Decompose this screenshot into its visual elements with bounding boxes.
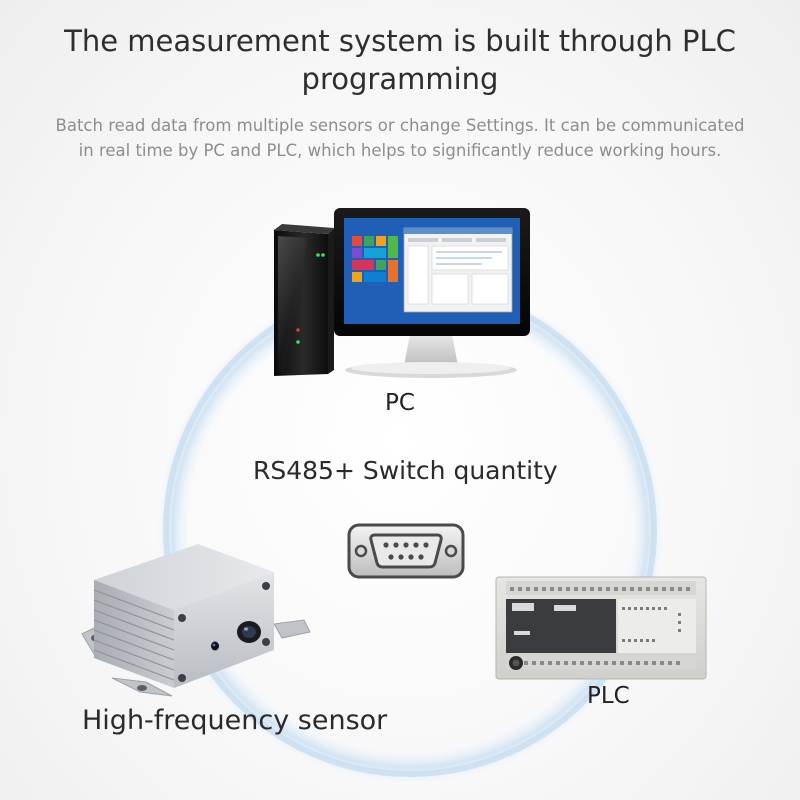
start-screen-tiles — [352, 236, 398, 282]
title-line-2: programming — [301, 62, 499, 96]
link-label: RS485+ Switch quantity — [253, 456, 558, 485]
description-line-2: in real time by PC and PLC, which helps … — [78, 141, 722, 160]
pc-label: PC — [385, 390, 415, 416]
page-title: The measurement system is built through … — [40, 22, 760, 98]
software-window — [403, 227, 513, 313]
sensor-icon — [81, 544, 311, 697]
pc-tower-icon — [274, 224, 334, 376]
plc-icon — [495, 576, 707, 680]
description-line-1: Batch read data from multiple sensors or… — [55, 116, 745, 135]
title-line-1: The measurement system is built through … — [64, 24, 736, 58]
db9-connector-icon — [347, 523, 465, 579]
plc-label: PLC — [587, 683, 630, 709]
monitor-icon — [334, 208, 530, 378]
page-description: Batch read data from multiple sensors or… — [20, 113, 780, 163]
sensor-label: High-frequency sensor — [82, 705, 388, 736]
